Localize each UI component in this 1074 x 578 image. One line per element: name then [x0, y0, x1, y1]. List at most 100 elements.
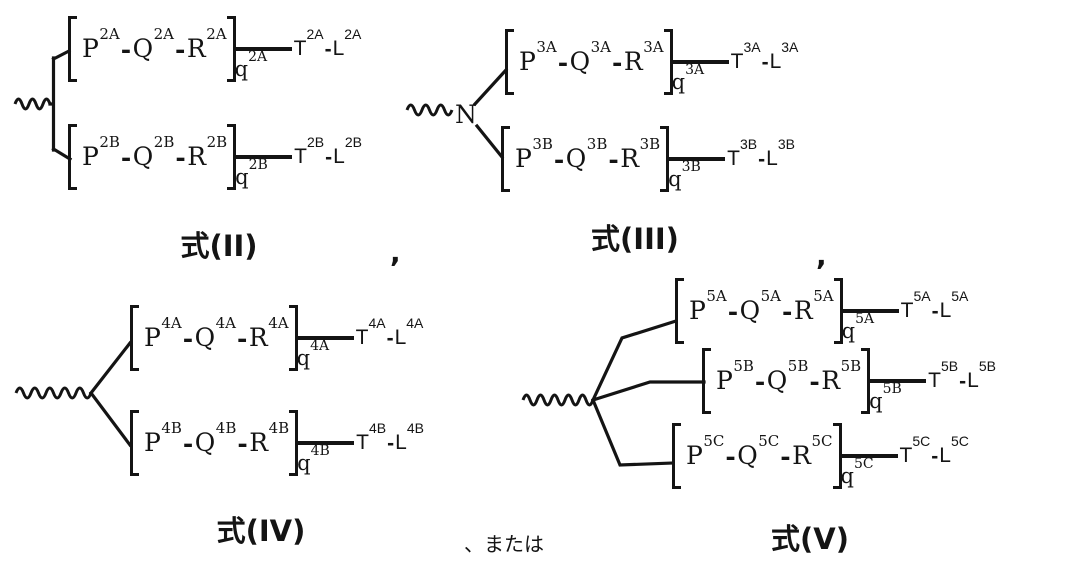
rep-superscript: 4B — [310, 443, 330, 459]
terminal-group: T3B-L3B — [727, 137, 795, 172]
terminal-group: T2B-L2B — [294, 135, 362, 170]
q-symbol: Q — [565, 144, 587, 174]
terminal-group: T5A-L5A — [901, 289, 969, 323]
open-bracket — [68, 124, 77, 190]
t-symbol: T — [356, 431, 369, 455]
close-bracket — [663, 29, 673, 95]
t-superscript: 4B — [369, 420, 387, 437]
q-superscript: 4A — [215, 313, 236, 332]
p-superscript: 5A — [706, 286, 727, 305]
terminal-group: T2A-L2A — [293, 27, 362, 61]
bond-dash: - — [727, 297, 739, 327]
bond-dash: - — [237, 429, 249, 459]
p-symbol: P — [144, 428, 162, 458]
l-symbol: L — [395, 431, 407, 455]
close-bracket — [861, 348, 871, 414]
repeat-count: q2A — [235, 50, 267, 81]
p-superscript: 5B — [733, 356, 754, 375]
repeat-count: q5A — [842, 312, 874, 343]
nitrogen-atom: N — [455, 100, 477, 129]
formula-IV-bonds — [14, 340, 133, 448]
l-symbol: L — [769, 50, 782, 74]
r-superscript: 5C — [811, 431, 833, 450]
q-symbol: Q — [132, 142, 154, 172]
branch-row-4A: P4A-Q4A-R4A q4A T4A-L4A — [130, 305, 423, 371]
r-symbol: R — [793, 296, 814, 326]
rep-symbol: q — [668, 167, 682, 191]
branch-row-3B: P3B-Q3B-R3B q3B T3B-L3B — [501, 126, 795, 192]
t-superscript: 5A — [913, 288, 931, 305]
p-superscript: 3B — [532, 134, 553, 153]
p-superscript: 2B — [99, 132, 120, 151]
close-bracket-group: q2B — [227, 124, 268, 190]
t-superscript: 5C — [912, 433, 931, 450]
r-superscript: 2B — [206, 132, 228, 151]
repeat-unit-chain: P4B-Q4B-R4B — [144, 420, 289, 459]
p-symbol: P — [515, 144, 533, 174]
r-superscript: 3A — [643, 37, 664, 56]
t-symbol: T — [928, 369, 941, 393]
rep-symbol: q — [840, 464, 854, 488]
r-symbol: R — [623, 47, 644, 77]
branch-bonds — [88, 340, 133, 448]
terminal-group: T4B-L4B — [356, 421, 424, 455]
l-superscript: 3B — [777, 136, 795, 153]
repeat-count: q5C — [840, 457, 874, 488]
formula-III-bonds — [405, 67, 509, 160]
close-bracket-group: q5A — [833, 278, 874, 344]
bond-dash: - — [780, 442, 792, 472]
bond-line — [672, 60, 729, 64]
close-bracket — [660, 126, 670, 192]
l-superscript: 5A — [951, 288, 969, 305]
r-superscript: 4B — [268, 418, 290, 437]
repeat-count: q2B — [235, 158, 268, 189]
branch-bonds — [590, 318, 706, 467]
terminal-group: T3A-L3A — [730, 40, 799, 75]
p-symbol: P — [686, 441, 704, 471]
repeat-unit-chain: P5B-Q5B-R5B — [716, 358, 861, 396]
t-symbol: T — [730, 50, 744, 74]
bond-dash: - — [758, 148, 766, 172]
close-bracket — [288, 305, 298, 371]
bond-dash: - — [386, 327, 394, 351]
repeat-count: q3A — [672, 63, 704, 94]
repeat-unit-chain: P2B-Q2B-R2B — [82, 134, 227, 173]
repeat-unit-chain: P3B-Q3B-R3B — [515, 136, 660, 174]
formula-label: 式(II) — [180, 229, 258, 263]
close-bracket — [832, 423, 842, 489]
branch-row-2A: P2A-Q2A-R2A q2A T2A-L2A — [68, 16, 361, 82]
repeat-count: q5B — [869, 382, 902, 413]
rep-superscript: 2B — [248, 157, 268, 173]
open-bracket — [672, 423, 681, 489]
open-bracket — [130, 410, 139, 476]
repeat-count: q3B — [668, 160, 701, 191]
bond-dash: - — [761, 51, 769, 75]
bond-dash: - — [182, 324, 194, 354]
bond-line — [841, 454, 898, 458]
t-superscript: 2B — [307, 134, 325, 151]
bond-dash: - — [175, 143, 187, 173]
r-symbol: R — [248, 323, 269, 353]
bond-dash: - — [325, 146, 333, 170]
bond-line — [235, 47, 292, 51]
t-symbol: T — [293, 37, 307, 61]
open-bracket — [675, 278, 684, 344]
close-bracket-group: q3A — [663, 29, 704, 95]
p-symbol: P — [716, 366, 734, 396]
bond-line — [842, 309, 899, 313]
q-superscript: 3A — [590, 37, 611, 56]
t-superscript: 4A — [368, 315, 386, 332]
branch-row-4B: P4B-Q4B-R4B q4B T4B-L4B — [130, 410, 424, 476]
close-bracket-group: q5B — [861, 348, 902, 414]
q-symbol: Q — [569, 47, 591, 77]
l-symbol: L — [394, 326, 407, 350]
or-separator: 、または — [464, 532, 544, 556]
close-bracket — [227, 124, 237, 190]
repeat-unit-chain: P4A-Q4A-R4A — [144, 315, 289, 354]
bond-line — [298, 441, 355, 445]
r-symbol: R — [249, 428, 269, 458]
repeat-unit-chain: P5C-Q5C-R5C — [686, 433, 833, 472]
q-superscript: 2A — [153, 24, 174, 43]
l-superscript: 3A — [781, 39, 799, 56]
formula-III: N P3A-Q3A-R3A q3A T3A-L3A P3B-Q3B-R3B q3… — [405, 18, 830, 263]
